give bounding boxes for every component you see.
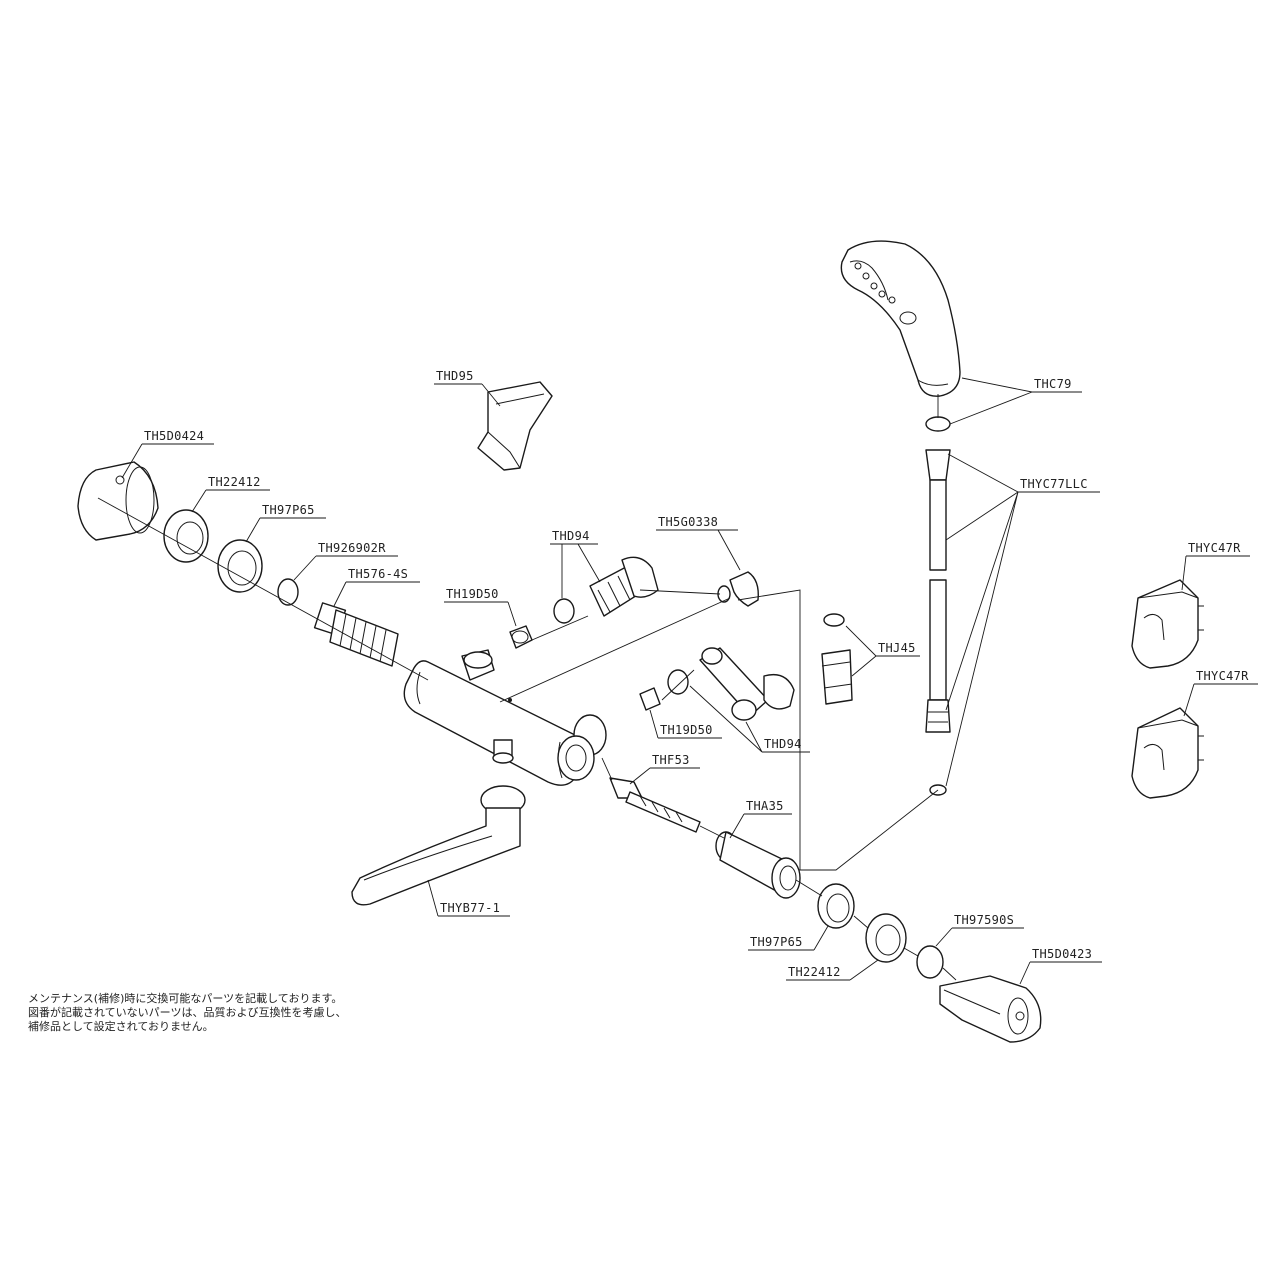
label-check-bottom: THD94 <box>689 685 810 753</box>
svg-text:TH5G0338: TH5G0338 <box>658 515 718 529</box>
svg-text:THF53: THF53 <box>652 753 690 767</box>
washer-left <box>277 578 299 606</box>
svg-text:TH97P65: TH97P65 <box>262 503 315 517</box>
svg-text:THD94: THD94 <box>552 529 590 543</box>
washer-right <box>916 945 944 979</box>
label-filter-top: TH19D50 <box>444 587 517 627</box>
svg-text:THD95: THD95 <box>436 369 474 383</box>
label-valve-unit: THA35 <box>729 799 792 839</box>
note-line-3: 補修品として設定されておりません。 <box>28 1020 214 1033</box>
svg-text:TH19D50: TH19D50 <box>446 587 499 601</box>
label-holder-top: THYC47R <box>1181 541 1250 591</box>
shower-holder-top <box>1131 579 1204 669</box>
label-handle-left: TH5D0424 <box>121 429 214 479</box>
svg-text:TH926902R: TH926902R <box>318 541 386 555</box>
label-elbow: TH5G0338 <box>656 515 741 571</box>
shower-holder-bottom <box>1131 707 1204 799</box>
shower-hose <box>925 449 951 796</box>
label-filter-bottom: TH19D50 <box>649 709 722 739</box>
valve-body <box>403 649 607 786</box>
svg-text:TH576-4S: TH576-4S <box>348 567 408 581</box>
svg-text:TH97P65: TH97P65 <box>750 935 803 949</box>
label-ring-right: TH97P65 <box>748 925 829 951</box>
label-hose: THYC77LLC <box>945 453 1100 787</box>
ring-right <box>817 883 855 929</box>
nut-right <box>865 913 907 963</box>
spout-part <box>351 785 526 906</box>
ring-left <box>217 539 263 593</box>
check-valve-bottom <box>699 647 795 721</box>
label-hook: THD95 <box>434 369 501 407</box>
part-labels: THC79 THYC77LLC THYC47R THYC47R THD95 TH… <box>121 369 1258 985</box>
label-cartridge: TH576-4S <box>333 567 420 607</box>
label-washer-right: TH97590S <box>935 913 1024 947</box>
svg-text:TH19D50: TH19D50 <box>660 723 713 737</box>
adapter-part <box>821 613 853 705</box>
filter-top <box>509 625 533 649</box>
spindle-part <box>609 777 701 833</box>
svg-text:TH5D0424: TH5D0424 <box>144 429 204 443</box>
shower-head <box>840 240 961 397</box>
label-check-top: THD94 <box>550 529 601 598</box>
hook-part <box>477 381 553 471</box>
handle-left <box>77 461 159 541</box>
svg-text:THYC77LLC: THYC77LLC <box>1020 477 1088 491</box>
label-shower-head: THC79 <box>949 377 1082 425</box>
assembly-guide-lines <box>97 394 957 981</box>
label-nut-right: TH22412 <box>786 959 879 981</box>
label-ring-left: TH97P65 <box>245 503 326 543</box>
valve-unit <box>715 831 801 899</box>
label-handle-right: TH5D0423 <box>1019 947 1102 985</box>
label-adapter: THJ45 <box>845 625 920 677</box>
svg-text:TH22412: TH22412 <box>208 475 261 489</box>
svg-text:THYC47R: THYC47R <box>1188 541 1241 555</box>
svg-text:THJ45: THJ45 <box>878 641 916 655</box>
shower-washer <box>925 416 951 432</box>
maintenance-note: メンテナンス(補修)時に交換可能なパーツを記載しております。 図番が記載されてい… <box>28 992 346 1034</box>
nut-left <box>163 509 209 563</box>
cartridge-part <box>313 602 399 667</box>
handle-right <box>939 975 1042 1043</box>
svg-text:TH22412: TH22412 <box>788 965 841 979</box>
label-spout: THYB77-1 <box>427 879 510 917</box>
label-holder-bottom: THYC47R <box>1183 669 1258 717</box>
svg-text:THYC47R: THYC47R <box>1196 669 1249 683</box>
note-line-1: メンテナンス(補修)時に交換可能なパーツを記載しております。 <box>28 992 343 1005</box>
svg-text:TH97590S: TH97590S <box>954 913 1014 927</box>
svg-text:THD94: THD94 <box>764 737 802 751</box>
label-nut-left: TH22412 <box>191 475 270 513</box>
label-spindle: THF53 <box>629 753 700 785</box>
check-valve-top <box>553 556 659 624</box>
filter-bottom <box>639 669 689 711</box>
svg-text:THYB77-1: THYB77-1 <box>440 901 500 915</box>
svg-text:THC79: THC79 <box>1034 377 1072 391</box>
label-washer-left: TH926902R <box>293 541 398 581</box>
note-line-2: 図番が記載されていないパーツは、品質および互換性を考慮し、 <box>28 1006 347 1019</box>
svg-text:THA35: THA35 <box>746 799 784 813</box>
svg-text:TH5D0423: TH5D0423 <box>1032 947 1092 961</box>
